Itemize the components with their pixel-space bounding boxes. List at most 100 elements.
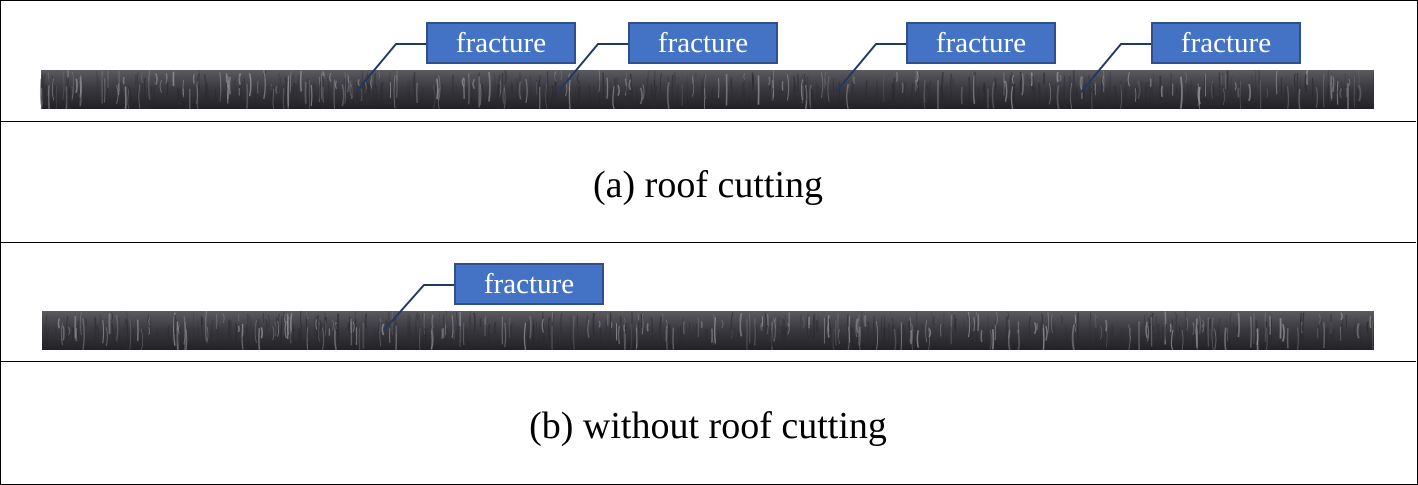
core-streak [318, 321, 320, 342]
core-streak [1318, 314, 1321, 325]
core-streak [176, 87, 179, 110]
core-streak [771, 88, 774, 107]
core-streak [547, 316, 551, 343]
core-streak [282, 311, 286, 339]
core-streak [1102, 75, 1105, 86]
core-streak [1008, 319, 1010, 339]
core-streak [141, 83, 144, 110]
core-streak [1030, 72, 1034, 87]
core-streak [519, 74, 522, 88]
core-streak [609, 88, 613, 110]
core-streak [1357, 70, 1360, 89]
core-streak [129, 319, 132, 351]
core-streak [1369, 315, 1372, 329]
core-streak [392, 329, 394, 351]
core-streak [436, 78, 439, 100]
core-streak [1286, 86, 1290, 110]
core-streak [541, 318, 545, 333]
core-streak [1007, 330, 1011, 351]
core-streak [1345, 87, 1348, 98]
core-streak [1010, 86, 1014, 110]
core-streak [127, 88, 130, 110]
fracture-label: fracture [426, 22, 576, 64]
core-streak [206, 326, 209, 344]
core-streak [739, 313, 743, 337]
core-streak [256, 81, 259, 94]
core-streak [1121, 329, 1124, 351]
core-streak [290, 328, 294, 344]
core-streak [136, 71, 139, 104]
core-streak [1336, 78, 1338, 95]
core-streak [237, 325, 240, 333]
core-streak [704, 74, 706, 99]
core-streak [115, 314, 119, 342]
core-streak [786, 74, 790, 101]
core-streak [497, 74, 502, 88]
core-streak [944, 86, 946, 110]
core-streak [1071, 324, 1075, 351]
core-streak [1184, 72, 1188, 84]
core-streak [794, 85, 797, 104]
core-streak [248, 314, 251, 336]
core-streak [665, 325, 669, 351]
core-streak [379, 318, 381, 347]
core-streak [817, 315, 819, 347]
core-streak [468, 310, 472, 326]
core-streak [780, 325, 784, 351]
core-streak [827, 321, 830, 332]
core-streak [941, 85, 944, 110]
core-streak [859, 326, 861, 346]
core-streak [994, 78, 997, 93]
core-streak [102, 320, 105, 344]
core-streak [1021, 73, 1025, 96]
divider [0, 361, 1416, 362]
core-streak [1011, 74, 1015, 84]
core-streak [873, 316, 875, 346]
core-streak [1306, 69, 1309, 85]
core-streak [415, 313, 418, 340]
core-streak [502, 87, 505, 105]
core-streak [769, 78, 771, 90]
core-streak [1298, 88, 1301, 110]
core-streak [799, 313, 802, 324]
core-streak [1330, 74, 1333, 99]
core-streak [1075, 87, 1078, 97]
core-streak [246, 324, 248, 338]
core-streak [1004, 80, 1008, 102]
core-streak [1120, 84, 1122, 110]
core-streak [815, 80, 818, 102]
core-streak [1232, 322, 1235, 351]
core-streak [455, 82, 458, 103]
core-streak [741, 81, 745, 99]
core-streak [1041, 313, 1044, 327]
core-streak [1224, 327, 1227, 351]
core-streak [635, 327, 638, 351]
core-streak [218, 86, 221, 107]
core-streak [995, 311, 999, 325]
core-streak [714, 317, 716, 344]
core-streak [47, 327, 50, 348]
core-streak [319, 320, 322, 332]
core-streak [178, 323, 180, 334]
core-streak [265, 318, 268, 332]
core-streak [1222, 88, 1225, 106]
core-streak [66, 316, 69, 338]
core-streak [493, 72, 496, 94]
core-streak [421, 313, 424, 348]
core-streak [334, 323, 338, 332]
core-streak [1137, 80, 1141, 99]
core-streak [891, 317, 894, 330]
core-streak [51, 78, 54, 101]
core-streak [493, 321, 497, 334]
core-streak [832, 330, 834, 351]
core-streak [606, 77, 609, 99]
core-streak [504, 322, 507, 348]
core-streak [240, 81, 243, 104]
core-streak [299, 70, 303, 92]
core-streak [1201, 319, 1205, 328]
core-streak [827, 76, 830, 102]
core-streak [97, 328, 100, 351]
core-streak [551, 85, 554, 100]
core-streak [1102, 71, 1105, 92]
